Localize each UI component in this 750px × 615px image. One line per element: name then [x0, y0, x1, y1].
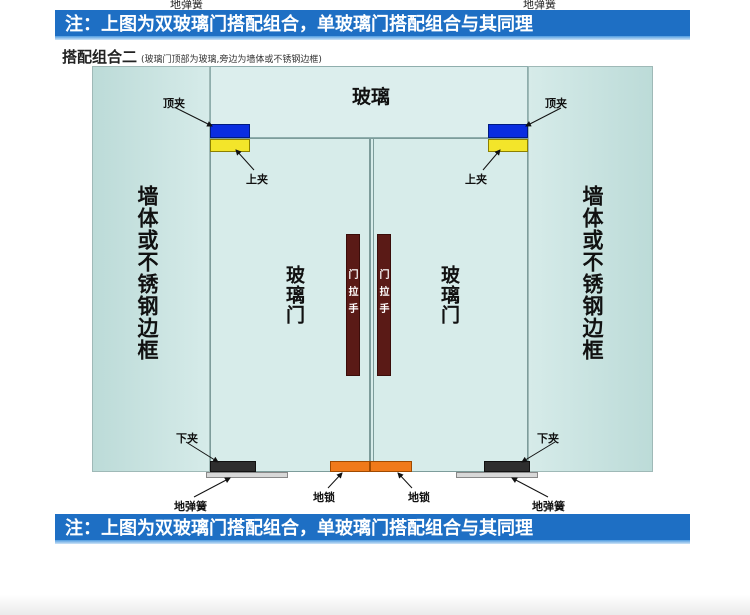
wall-right-panel: [528, 66, 653, 472]
wall-left-label: 墙体或不锈钢边框: [135, 185, 159, 361]
floor-spring-right: [456, 472, 538, 478]
callout-floor-lock-right: 地锁: [408, 491, 430, 504]
leader-upper-clamp-left: [235, 149, 255, 171]
callout-upper-clamp-left: 上夹: [246, 173, 268, 186]
door-seam-right: [373, 138, 374, 472]
upper-clamp-left: [210, 139, 250, 152]
subtitle: 搭配组合二(玻璃门顶部为玻璃,旁边为墙体或不锈钢边框): [62, 46, 322, 67]
callout-upper-clamp-right: 上夹: [465, 173, 487, 186]
top-crop-label-right: 地弹簧: [523, 0, 556, 11]
callout-bottom-clamp-left: 下夹: [176, 432, 198, 445]
door-left-label: 玻璃门: [283, 265, 305, 325]
bottom-clamp-right: [484, 461, 530, 472]
floor-lock-left: [330, 461, 370, 472]
top-clamp-left: [210, 124, 250, 138]
callout-bottom-clamp-right: 下夹: [537, 432, 559, 445]
callout-top-clamp-right: 顶夹: [545, 97, 567, 110]
wall-left-panel: [92, 66, 210, 472]
door-handle-right: 门拉手: [377, 234, 391, 376]
leader-top-clamp-right: [525, 107, 562, 127]
door-handle-left: 门拉手: [346, 234, 360, 376]
leader-floor-lock-right: [397, 472, 413, 489]
callout-floor-spring-left: 地弹簧: [174, 500, 207, 513]
leader-floor-spring-right: [511, 477, 549, 498]
callout-top-clamp-left: 顶夹: [163, 97, 185, 110]
floor-lock-right: [370, 461, 412, 472]
door-right-label: 玻璃门: [438, 265, 460, 325]
callout-floor-lock-left: 地锁: [313, 491, 335, 504]
leader-upper-clamp-right: [482, 149, 501, 171]
upper-clamp-right: [488, 139, 528, 152]
leader-bottom-clamp-right: [521, 441, 556, 463]
callout-floor-spring-right: 地弹簧: [532, 500, 565, 513]
door-right-panel: [370, 138, 528, 472]
leader-floor-spring-left: [193, 477, 231, 498]
leader-bottom-clamp-left: [185, 441, 219, 463]
top-glass-panel: [210, 66, 528, 138]
subtitle-main: 搭配组合二: [62, 48, 138, 66]
door-left-panel: [210, 138, 370, 472]
leader-floor-lock-left: [327, 472, 343, 489]
bottom-note-banner: 注：上图为双玻璃门搭配组合，单玻璃门搭配组合与其同理: [55, 514, 690, 544]
leader-top-clamp-left: [175, 107, 213, 127]
door-handle-left-label: 门拉手: [346, 269, 357, 320]
door-handle-right-label: 门拉手: [377, 269, 388, 320]
door-seam-left: [369, 138, 370, 472]
subtitle-note: (玻璃门顶部为玻璃,旁边为墙体或不锈钢边框): [141, 55, 322, 65]
top-crop-label-left: 地弹簧: [170, 0, 203, 11]
floor-spring-left: [206, 472, 288, 478]
top-glass-label: 玻璃: [352, 86, 391, 108]
top-clamp-right: [488, 124, 528, 138]
bottom-clamp-left: [210, 461, 256, 472]
bottom-fade: [0, 595, 750, 615]
top-note-banner: 注：上图为双玻璃门搭配组合，单玻璃门搭配组合与其同理: [55, 10, 690, 40]
wall-right-label: 墙体或不锈钢边框: [580, 185, 604, 361]
